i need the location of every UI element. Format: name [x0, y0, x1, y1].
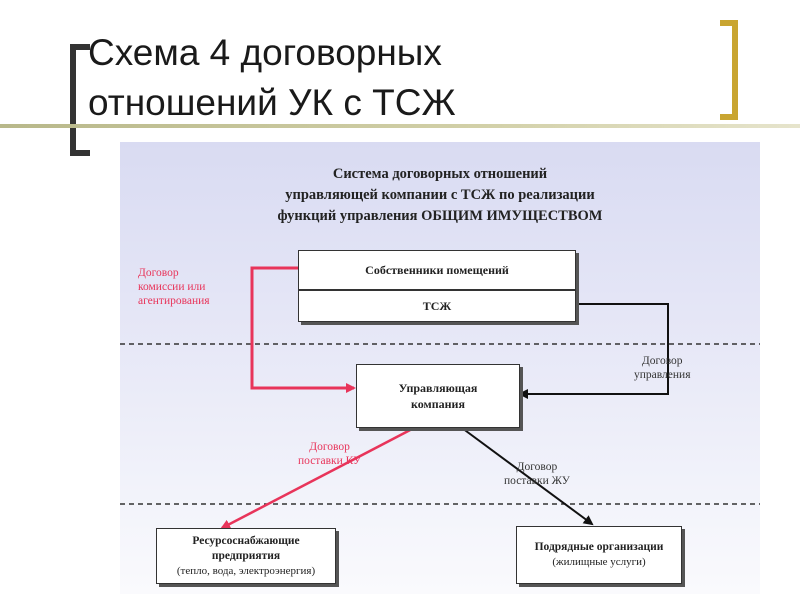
resource-suppliers-box: Ресурсоснабжающие предприятия (тепло, во… [156, 528, 336, 584]
contractors-note: (жилищные услуги) [552, 556, 646, 568]
title-underline [0, 124, 800, 128]
resource-suppliers-label: Ресурсоснабжающие предприятия [192, 534, 300, 562]
slide-title: Схема 4 договорных отношений УК с ТСЖ [88, 32, 456, 123]
contractors-box: Подрядные организации (жилищные услуги) [516, 526, 682, 584]
owners-label: Собственники помещений [365, 262, 509, 277]
utility-supply-label: Договор поставки КУ [298, 441, 362, 467]
management-contract-label: Договор управления [634, 355, 691, 381]
title-bracket-left [70, 44, 90, 156]
hoa-box: ТСЖ [298, 290, 576, 322]
hoa-label: ТСЖ [422, 298, 452, 313]
commission-agency-label: Договор комиссии или агентирования [138, 267, 210, 307]
diagram-title: Система договорных отношений управляющей… [277, 166, 603, 224]
resource-suppliers-note: (тепло, вода, электроэнергия) [176, 564, 316, 577]
owners-box: Собственники помещений [298, 250, 576, 290]
management-contract-arrow [518, 303, 669, 399]
title-bracket-right [720, 20, 738, 120]
housing-supply-label: Договор поставки ЖУ [504, 461, 570, 487]
diagram-panel: Система договорных отношений управляющей… [120, 142, 760, 594]
utility-supply-arrow [220, 426, 415, 530]
management-company-label: Управляющая компания [398, 381, 478, 411]
diagram-connectors [120, 266, 760, 530]
management-company-box: Управляющая компания [356, 364, 520, 428]
commission-agency-arrow [250, 266, 356, 393]
contractors-label: Подрядные организации [534, 541, 664, 553]
housing-supply-arrow [461, 427, 594, 526]
